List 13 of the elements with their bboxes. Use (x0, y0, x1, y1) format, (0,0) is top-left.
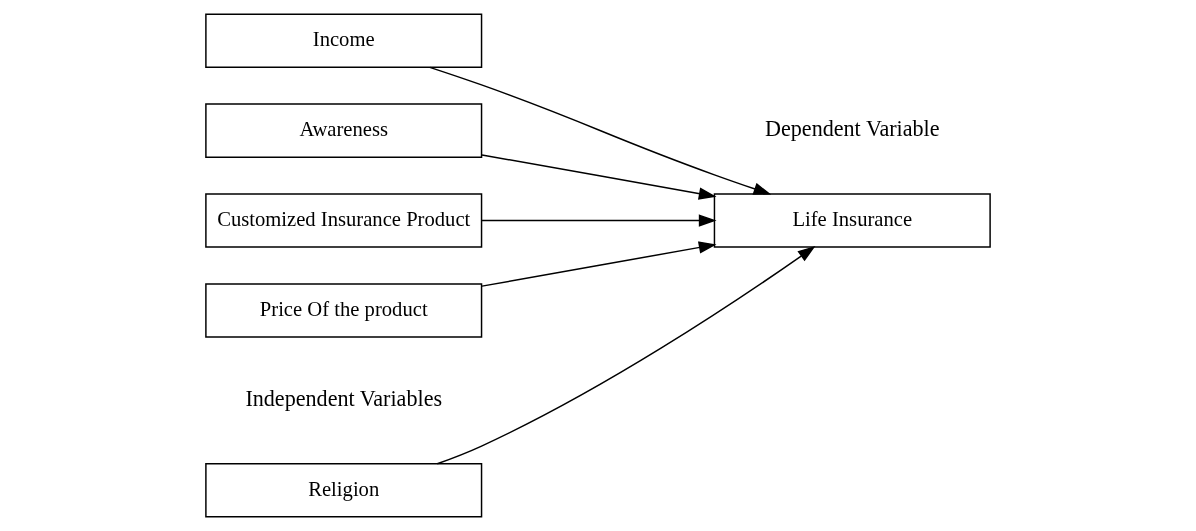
node-box: Awareness (205, 103, 483, 158)
arrow (481, 154, 717, 200)
arrow (436, 246, 816, 465)
node-box: Religion (205, 463, 483, 518)
label: Dependent Variable (765, 115, 940, 141)
node-box: Life Insurance (713, 193, 991, 248)
arrow (481, 214, 717, 227)
arrow (429, 66, 772, 195)
label: Independent Variables (245, 385, 443, 411)
node-box: Income (205, 13, 483, 68)
node-box: Customized Insurance Product (205, 193, 483, 248)
node-box: Price Of the product (205, 283, 483, 338)
arrow (481, 241, 717, 287)
